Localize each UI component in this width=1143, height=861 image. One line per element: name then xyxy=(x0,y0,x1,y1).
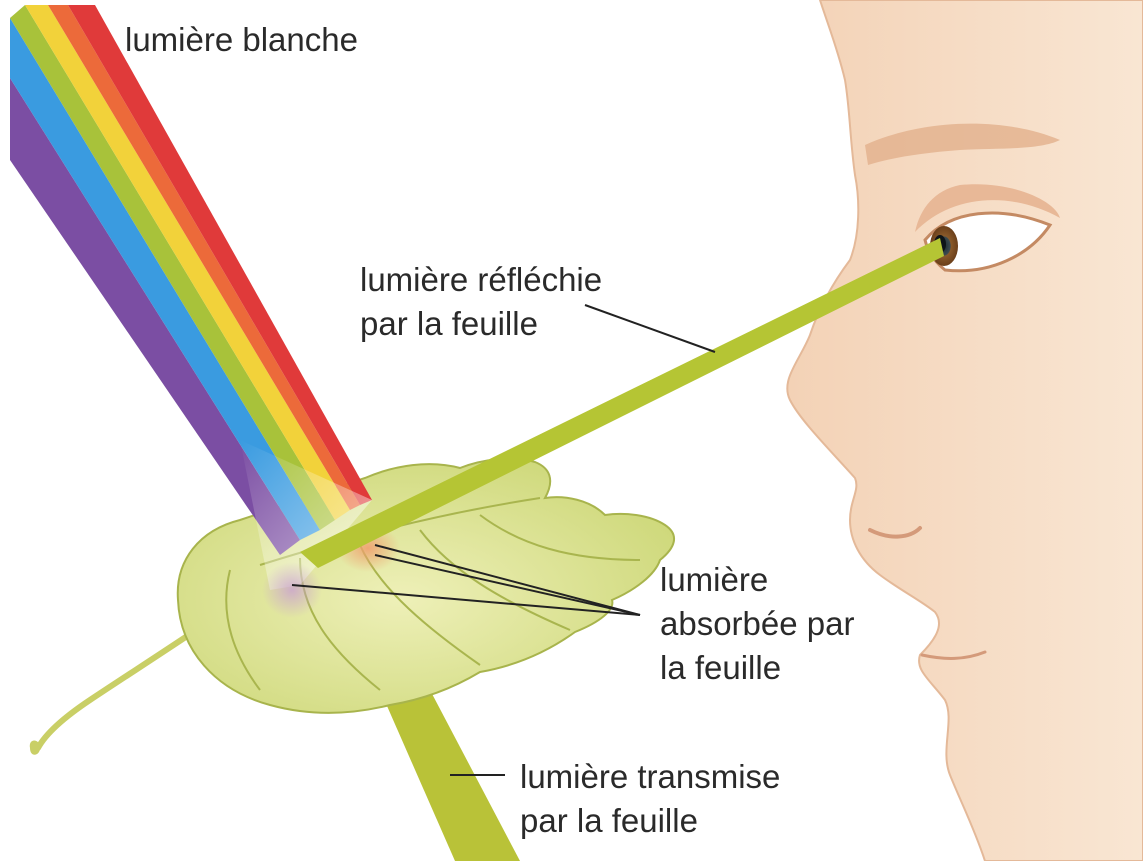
white-light-beam xyxy=(10,5,372,590)
leader-reflected xyxy=(585,305,715,352)
spectrum-green xyxy=(10,5,335,530)
label-absorbed-light: lumière absorbée par la feuille xyxy=(660,558,854,690)
label-reflected-line2: par la feuille xyxy=(360,302,602,346)
spectrum-yellow xyxy=(25,5,350,520)
absorption-spot-violet xyxy=(262,562,322,618)
label-transmitted-line1: lumière transmise xyxy=(520,755,780,799)
label-white-light-text: lumière blanche xyxy=(125,18,358,62)
label-white-light: lumière blanche xyxy=(125,18,358,62)
label-absorbed-line1: lumière xyxy=(660,558,854,602)
label-transmitted-line2: par la feuille xyxy=(520,799,780,843)
label-transmitted-light: lumière transmise par la feuille xyxy=(520,755,780,843)
label-absorbed-line3: la feuille xyxy=(660,646,854,690)
label-reflected-line1: lumière réfléchie xyxy=(360,258,602,302)
label-absorbed-line2: absorbée par xyxy=(660,602,854,646)
label-reflected-light: lumière réfléchie par la feuille xyxy=(360,258,602,346)
